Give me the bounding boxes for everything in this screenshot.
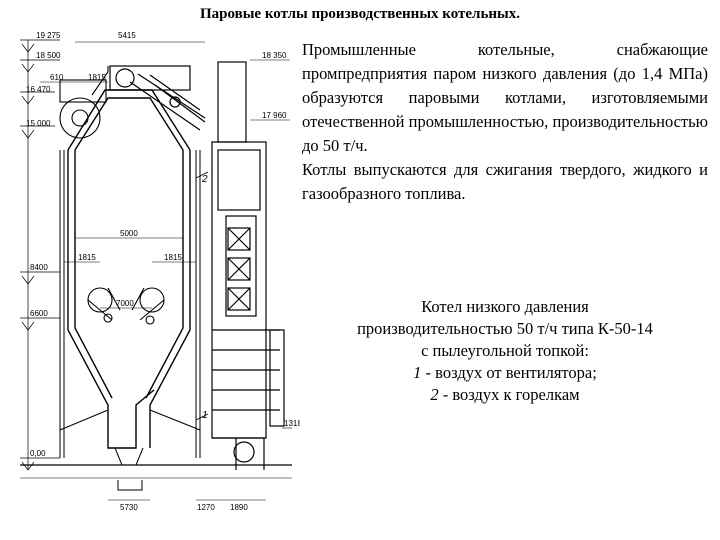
fan-left <box>59 66 109 139</box>
dim-7000: 7000 <box>116 299 134 308</box>
dim-18350: 18 350 <box>262 51 287 60</box>
caption-line-3: с пылеугольной топкой: <box>421 341 589 360</box>
caption-line-1: Котел низкого давления <box>421 297 589 316</box>
air-arrows <box>195 171 209 421</box>
dim-1815-right: 1815 <box>164 253 182 262</box>
marker-air-fan: 1 <box>202 410 208 421</box>
dim-1815-left: 1815 <box>78 253 96 262</box>
elevation-16470: 16 470 <box>26 85 51 94</box>
elevation-8400: 8400 <box>30 263 48 272</box>
description-paragraph-2: Котлы выпускаются для сжигания твердого,… <box>302 160 708 203</box>
marker-air-burners: 2 <box>201 174 208 185</box>
caption-item-2-number: 2 <box>430 385 439 404</box>
description-text: Промышленные котельные, снабжающие промп… <box>302 38 708 206</box>
ash-hopper <box>114 447 144 491</box>
elevation-15000: 15 000 <box>26 119 51 128</box>
air-heater <box>211 61 285 470</box>
dim-5730: 5730 <box>120 503 138 512</box>
support-columns <box>59 150 201 458</box>
top-drum <box>109 65 206 131</box>
dimension-lines <box>40 41 292 501</box>
caption-item-2: 2 - воздух к горелкам <box>300 384 710 406</box>
caption-item-1-number: 1 <box>413 363 422 382</box>
dim-1890: 1890 <box>230 503 248 512</box>
dim-top-width: 5415 <box>118 31 136 40</box>
furnace-body <box>67 89 191 449</box>
boiler-drawing: 19 275 18 500 16 470 15 000 8400 6600 0,… <box>20 31 300 512</box>
dim-17960: 17 960 <box>262 111 287 120</box>
elevation-19275: 19 275 <box>36 31 61 40</box>
burner-right <box>131 287 165 325</box>
dim-furnace-5000: 5000 <box>120 229 138 238</box>
elevation-0: 0,00 <box>30 449 46 458</box>
elevation-scale <box>20 39 60 471</box>
caption-line-2: производительностью 50 т/ч типа К-50-14 <box>357 319 653 338</box>
caption-item-1-text: - воздух от вентилятора; <box>425 363 597 382</box>
caption-item-1: 1 - воздух от вентилятора; <box>300 362 710 384</box>
dim-1318: 1318 <box>284 419 300 428</box>
burner-left <box>87 287 121 323</box>
caption-item-2-text: - воздух к горелкам <box>442 385 580 404</box>
dim-610: 610 <box>50 73 64 82</box>
elevation-6600: 6600 <box>30 309 48 318</box>
figure-caption: Котел низкого давления производительност… <box>300 296 710 406</box>
description-paragraph-1: Промышленные котельные, снабжающие промп… <box>302 40 708 155</box>
ground-line <box>20 464 292 479</box>
dim-1815-top: 1815 <box>88 73 106 82</box>
dim-1270: 1270 <box>197 503 215 512</box>
page-title: Паровые котлы производственных котельных… <box>199 6 521 22</box>
elevation-18500: 18 500 <box>36 51 61 60</box>
